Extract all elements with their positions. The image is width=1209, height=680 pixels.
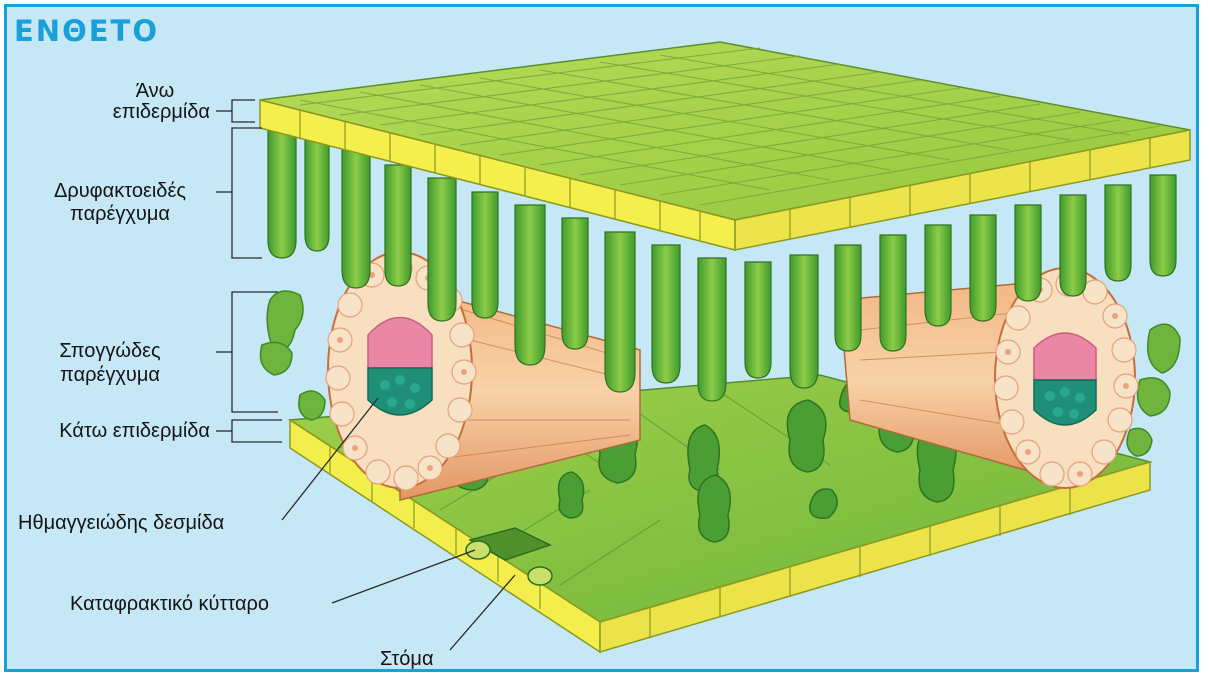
vascular-bundle-label: Ηθμαγγειώδης δεσμίδα [18,512,224,535]
spongy-label-line1: Σπογγώδες [15,340,205,363]
guard-cell-label: Καταφρακτικό κύτταρο [70,593,269,616]
upper-epidermis-label-line2: επιδερμίδα [40,101,210,124]
upper-epidermis-label-line1: Άνω [100,80,210,103]
palisade-label-line1: Δρυφακτοειδές [20,180,220,203]
stoma-label: Στόμα [380,648,434,671]
palisade-label-line2: παρέγχυμα [20,203,220,226]
lower-epidermis-label: Κάτω επιδερμίδα [10,420,210,443]
spongy-label-line2: παρέγχυμα [15,364,205,387]
